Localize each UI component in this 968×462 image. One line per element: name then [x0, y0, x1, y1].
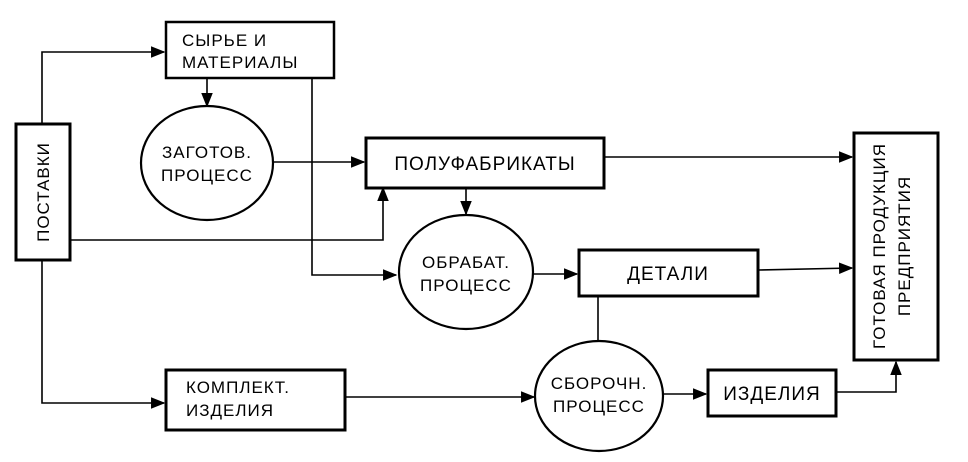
- arrow-supplies-to-semi: [70, 186, 389, 241]
- supplies-label: ПОСТАВКИ: [34, 142, 53, 242]
- node-components: КОМПЛЕКТ. ИЗДЕЛИЯ: [164, 368, 347, 432]
- node-parts: ДЕТАЛИ: [577, 248, 760, 298]
- arrow-products-to-finished: [836, 360, 902, 393]
- machining-line1: ОБРАБАТ.: [422, 253, 510, 272]
- parts-label: ДЕТАЛИ: [627, 264, 709, 285]
- node-raw-materials: СЫРЬЕ И МАТЕРИАЛЫ: [164, 20, 336, 80]
- node-supplies: ПОСТАВКИ: [14, 122, 72, 262]
- arrow-supplies-to-components: [41, 260, 166, 409]
- raw-line2: МАТЕРИАЛЫ: [182, 53, 298, 72]
- blank-line2: ПРОЦЕСС: [161, 166, 253, 185]
- assembly-line2: ПРОЦЕСС: [553, 397, 645, 416]
- machining-line2: ПРОЦЕСС: [420, 276, 512, 295]
- finished-line1: ГОТОВАЯ ПРОДУКЦИЯ: [870, 143, 889, 349]
- node-machining-process: ОБРАБАТ. ПРОЦЕСС: [397, 213, 535, 331]
- arrow-raw-to-machining: [311, 78, 398, 281]
- components-line2: ИЗДЕЛИЯ: [186, 401, 274, 420]
- products-label: ИЗДЕЛИЯ: [723, 384, 821, 405]
- connectors: [41, 46, 902, 409]
- raw-line1: СЫРЬЕ И: [182, 31, 267, 50]
- node-products: ИЗДЕЛИЯ: [706, 368, 838, 418]
- node-finished-products: ГОТОВАЯ ПРОДУКЦИЯ ПРЕДПРИЯТИЯ: [852, 131, 940, 362]
- node-semi-products: ПОЛУФАБРИКАТЫ: [364, 136, 606, 190]
- node-assembly-process: СБОРОЧН. ПРОЦЕСС: [533, 339, 665, 453]
- arrow-supplies-to-raw: [41, 46, 166, 124]
- assembly-line1: СБОРОЧН.: [551, 374, 648, 393]
- semi-label: ПОЛУФАБРИКАТЫ: [394, 154, 575, 175]
- components-line1: КОМПЛЕКТ.: [186, 378, 290, 397]
- arrow-parts-to-finished: [757, 262, 854, 275]
- finished-line2: ПРЕДПРИЯТИЯ: [895, 176, 914, 316]
- node-blank-process: ЗАГОТОВ. ПРОЦЕСС: [139, 104, 275, 222]
- blank-line1: ЗАГОТОВ.: [162, 143, 252, 162]
